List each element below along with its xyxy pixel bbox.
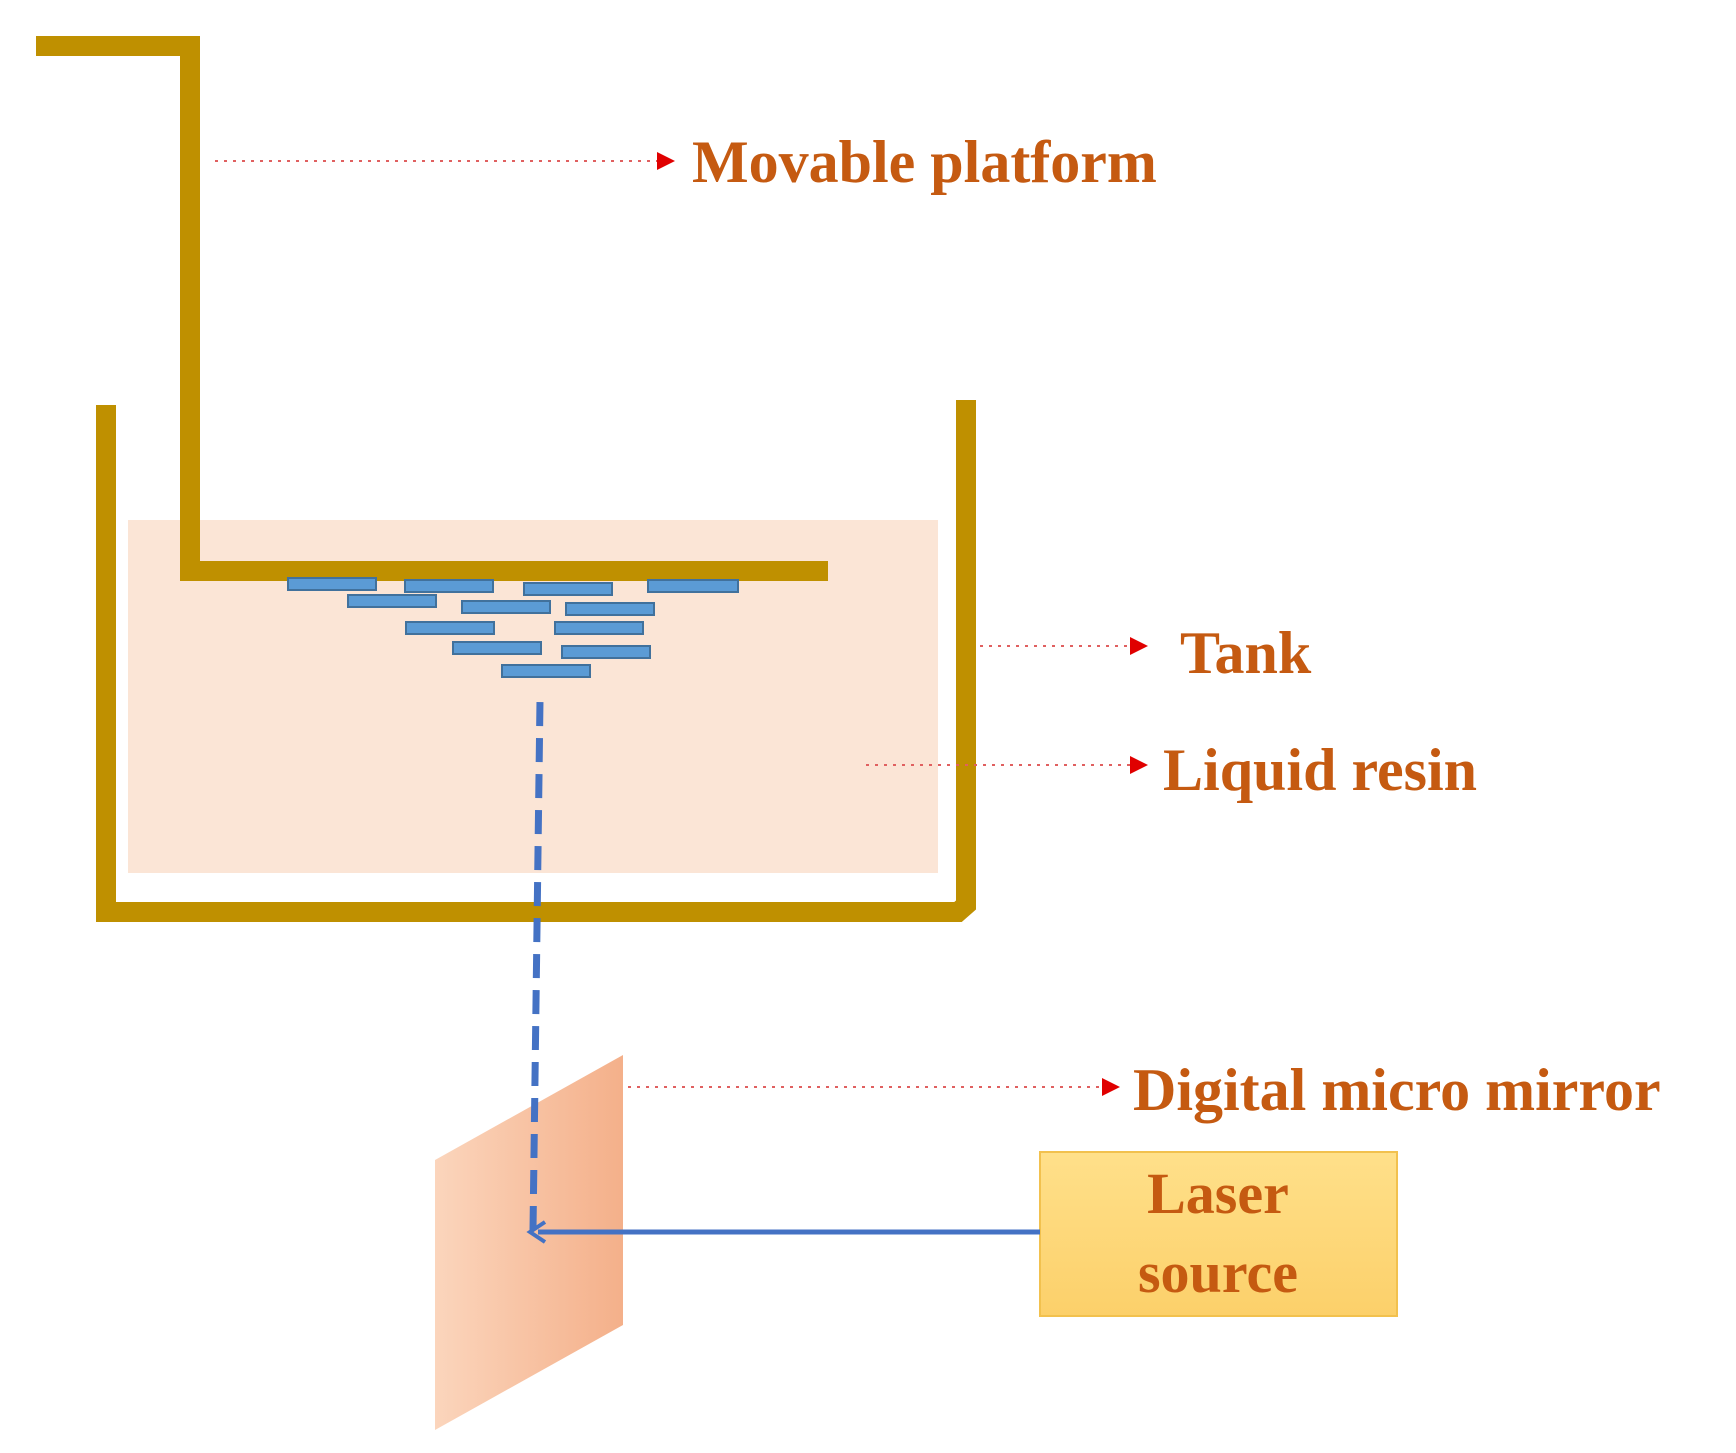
printed-layer-block: [404, 579, 494, 593]
beam-arrowhead: [526, 1220, 547, 1244]
printed-layer-block: [347, 594, 437, 608]
printed-layer-block: [554, 621, 644, 635]
printed-layer-block: [523, 582, 613, 596]
label-laser-source-line2: source: [1138, 1240, 1298, 1305]
printed-layer-block: [565, 602, 655, 616]
arrowhead-tank: [1130, 637, 1148, 655]
printed-layer-block: [561, 645, 651, 659]
printed-layer-block: [647, 579, 739, 593]
movable-platform: [36, 36, 828, 581]
label-tank: Tank: [1180, 620, 1312, 686]
arrowhead-liquid-resin: [1130, 756, 1148, 774]
arrowhead-movable-platform: [657, 152, 675, 170]
label-liquid-resin: Liquid resin: [1163, 737, 1477, 803]
label-laser-source-line1: Laser: [1147, 1161, 1289, 1226]
reflected-beam: [529, 699, 544, 1231]
leader-arrowheads: [657, 152, 1148, 1096]
printed-layer-block: [287, 577, 377, 591]
printed-layer-block: [452, 641, 542, 655]
printed-layer-block: [501, 664, 591, 678]
tank: [96, 400, 976, 922]
printed-layer-block: [405, 621, 495, 635]
arrowhead-digital-micro-mirror: [1102, 1078, 1120, 1096]
label-movable-platform: Movable platform: [692, 129, 1157, 195]
printed-layer-block: [461, 600, 551, 614]
printed-layers: [287, 577, 739, 678]
laser-source-box: [1039, 1151, 1398, 1317]
label-digital-micro-mirror: Digital micro mirror: [1133, 1057, 1661, 1123]
digital-micro-mirror: [435, 1055, 623, 1430]
leader-lines: [215, 160, 1133, 1088]
